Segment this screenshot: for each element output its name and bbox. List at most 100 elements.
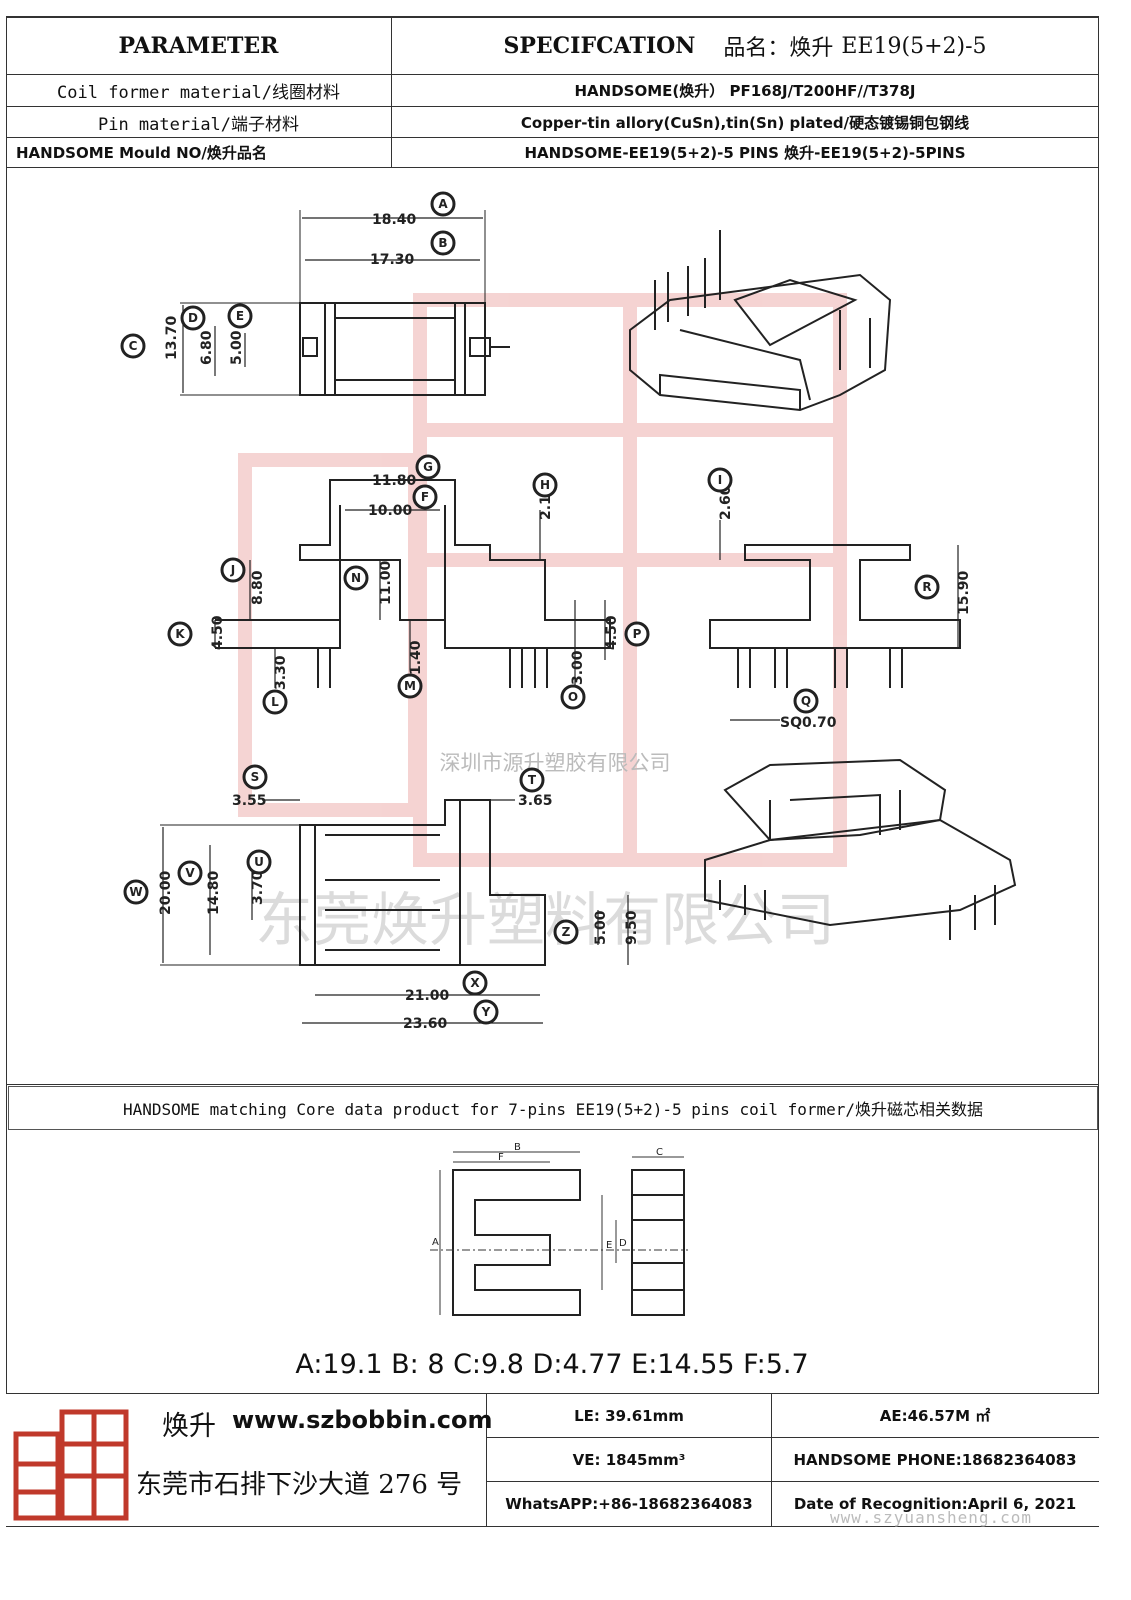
dim-d-value: 6.80 — [199, 330, 215, 365]
dim-s-value: 3.55 — [232, 793, 267, 809]
dim-w-value: 20.00 — [158, 870, 174, 915]
core-label-b: B — [514, 1142, 521, 1153]
dim-letter-e: E — [227, 303, 253, 329]
dim-z-value: 5.00 — [593, 910, 609, 945]
dim-letter-f: F — [412, 484, 438, 510]
svg-text:K: K — [175, 627, 185, 641]
le-value: LE: 39.61mm — [574, 1406, 684, 1425]
core-label-d: D — [619, 1238, 627, 1249]
dim-g-value: 11.80 — [372, 473, 417, 489]
svg-text:Q: Q — [801, 694, 811, 708]
svg-text:Z: Z — [562, 925, 571, 939]
dim-p-value: 4.50 — [604, 615, 620, 650]
dim-letter-i: I — [707, 467, 733, 493]
dim-j-value: 8.80 — [250, 570, 266, 605]
dim-x-value: 21.00 — [405, 988, 450, 1004]
svg-text:L: L — [271, 695, 279, 709]
core-banner: HANDSOME matching Core data product for … — [122, 1100, 984, 1119]
dim-letter-t: T — [519, 767, 545, 793]
value-coil-material: HANDSOME(焕升） PF168J/T200HF//T378J — [574, 82, 916, 100]
svg-text:T: T — [528, 773, 537, 787]
brand-cn: 焕升 — [162, 1411, 216, 1442]
svg-text:J: J — [230, 563, 235, 577]
dim-letter-c: C — [120, 333, 146, 359]
dim-letter-g: G — [415, 454, 441, 480]
phone-value: HANDSOME PHONE:18682364083 — [793, 1450, 1077, 1469]
svg-text:S: S — [251, 770, 260, 784]
value-pin-material: Copper-tin allory(CuSn),tin(Sn) plated/硬… — [520, 113, 970, 132]
core-drawing: B F C A E D — [430, 1142, 688, 1316]
whatsapp-value: WhatsAPP:+86-18682364083 — [505, 1495, 753, 1513]
svg-text:O: O — [568, 690, 578, 704]
core-label-c: C — [656, 1147, 663, 1158]
dim-f-value: 10.00 — [368, 503, 413, 519]
dim-k-value: 4.50 — [210, 615, 226, 650]
dim-letter-n: N — [343, 565, 369, 591]
dim-letter-y: Y — [473, 999, 499, 1025]
svg-text:I: I — [718, 473, 722, 487]
dim-letter-p: P — [624, 621, 650, 647]
dim-q-value: SQ0.70 — [780, 715, 837, 731]
svg-text:E: E — [236, 309, 244, 323]
dim-letter-z: Z — [553, 919, 579, 945]
dim-t-value: 3.65 — [518, 793, 553, 809]
parameter-title: PARAMETER — [118, 33, 279, 59]
svg-text:U: U — [254, 855, 264, 869]
ve-value: VE: 1845mm³ — [572, 1450, 686, 1469]
dim-a-value: 18.40 — [372, 212, 417, 228]
specification-title: SPECIFCATION — [503, 33, 696, 59]
dim-u-value: 3.70 — [250, 870, 266, 905]
website-link[interactable]: www.szbobbin.com — [232, 1406, 493, 1434]
svg-text:B: B — [438, 236, 447, 250]
dim-letter-k: K — [167, 621, 193, 647]
param-pin-material: Pin material/端子材料 — [97, 114, 300, 135]
dim-l-value: 3.30 — [273, 655, 289, 690]
dim-i-value: 2.60 — [718, 485, 734, 520]
svg-text:H: H — [540, 478, 550, 492]
svg-text:P: P — [633, 627, 642, 641]
svg-text:R: R — [922, 580, 931, 594]
core-label-a: A — [432, 1237, 439, 1248]
bobbin-drawing: 深圳市源升塑胶有限公司 东莞焕升塑料有限公司 — [120, 191, 1017, 1032]
svg-text:Y: Y — [481, 1005, 491, 1019]
param-mould-no: HANDSOME Mould NO/焕升品名 — [16, 144, 267, 162]
dim-o-value: 3.00 — [570, 650, 586, 685]
dim-letter-l: L — [262, 689, 288, 715]
param-coil-material: Coil former material/线圈材料 — [57, 83, 340, 103]
dim-c-value: 13.70 — [164, 315, 180, 360]
core-values: A:19.1 B: 8 C:9.8 D:4.77 E:14.55 F:5.7 — [295, 1348, 809, 1380]
svg-text:N: N — [351, 571, 361, 585]
dim-v-value: 14.80 — [206, 870, 222, 915]
svg-text:M: M — [404, 679, 416, 693]
dim-letter-s: S — [242, 764, 268, 790]
svg-text:X: X — [470, 976, 480, 990]
svg-text:C: C — [129, 339, 138, 353]
dim-letter-a: A — [430, 191, 456, 217]
svg-text:A: A — [438, 197, 448, 211]
dim-n-value: 11.00 — [378, 560, 394, 605]
dim-b-value: 17.30 — [370, 252, 415, 268]
product-name-label: 品名：焕升 — [723, 36, 834, 61]
dim-e-value: 5.00 — [229, 330, 245, 365]
svg-text:F: F — [421, 490, 429, 504]
dim-z2-value: 9.50 — [624, 910, 640, 945]
dim-letter-v: V — [177, 860, 203, 886]
svg-text:W: W — [129, 885, 142, 899]
dim-letter-r: R — [914, 574, 940, 600]
svg-text:G: G — [423, 460, 433, 474]
recognition-date: Date of Recognition:April 6, 2021 — [793, 1495, 1077, 1513]
company-address: 东莞市石排下沙大道 276 号 — [136, 1470, 463, 1500]
dim-letter-u: U — [246, 849, 272, 875]
dim-letter-q: Q — [793, 688, 819, 714]
core-label-f: F — [498, 1152, 504, 1163]
dim-r-value: 15.90 — [956, 570, 972, 615]
dim-letter-m: M — [397, 673, 423, 699]
dim-letter-b: B — [430, 230, 456, 256]
dim-letter-j: J — [220, 557, 246, 583]
product-name-value: EE19(5+2)-5 — [841, 33, 987, 59]
dim-m-value: 1.40 — [408, 640, 424, 675]
svg-text:V: V — [185, 866, 195, 880]
core-banner-box: HANDSOME matching Core data product for … — [8, 1086, 1098, 1130]
watermark-cn-small: 深圳市源升塑胶有限公司 — [440, 751, 671, 775]
dim-letter-o: O — [560, 684, 586, 710]
